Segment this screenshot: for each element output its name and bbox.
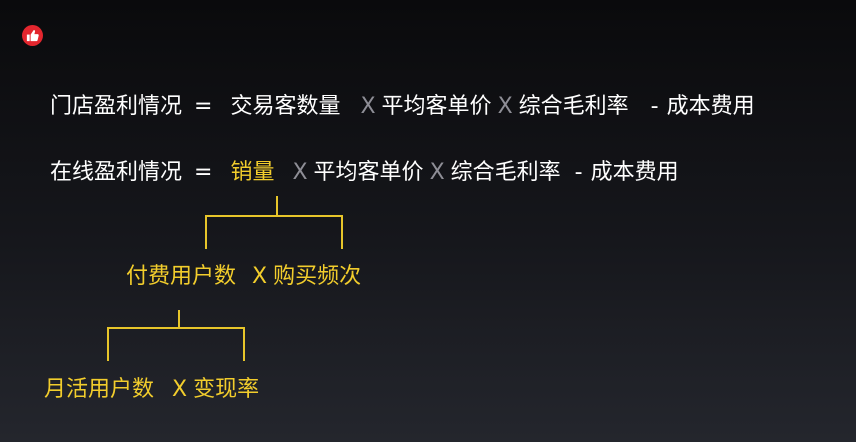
multiply-sign: X (172, 377, 188, 402)
term-gross-margin: 综合毛利率 (518, 94, 629, 119)
term-sales-volume: 销量 (230, 160, 275, 185)
term-monetization-rate: 变现率 (193, 377, 260, 402)
multiply-sign: X (292, 160, 308, 185)
term-cost: 成本费用 (590, 160, 679, 185)
multiply-sign: X (497, 94, 513, 119)
term-cost: 成本费用 (666, 94, 755, 119)
term-paying-users: 付费用户数 (126, 264, 237, 289)
minus-sign: - (650, 94, 659, 119)
term-gross-margin: 综合毛利率 (450, 160, 561, 185)
bracket-stem-mid (178, 310, 180, 328)
formula-store-left: 门店盈利情况 (50, 94, 183, 119)
bracket-sales-volume (205, 215, 343, 249)
formula-online-left: 在线盈利情况 (50, 160, 183, 185)
term-avg-order-value: 平均客单价 (313, 160, 424, 185)
multiply-sign: X (252, 264, 268, 289)
term-transaction-customers: 交易客数量 (230, 94, 341, 119)
bracket-paying-users (107, 327, 245, 361)
multiply-sign: X (429, 160, 445, 185)
thumbs-up-logo-icon (22, 25, 43, 46)
thumbs-up-icon (26, 30, 39, 42)
equals-sign: = (194, 94, 213, 119)
term-avg-order-value: 平均客单价 (381, 94, 492, 119)
multiply-sign: X (360, 94, 376, 119)
minus-sign: - (574, 160, 583, 185)
term-monthly-active-users: 月活用户数 (44, 377, 155, 402)
equals-sign: = (194, 160, 213, 185)
bracket-stem-top (276, 196, 278, 216)
term-purchase-frequency: 购买频次 (273, 264, 362, 289)
